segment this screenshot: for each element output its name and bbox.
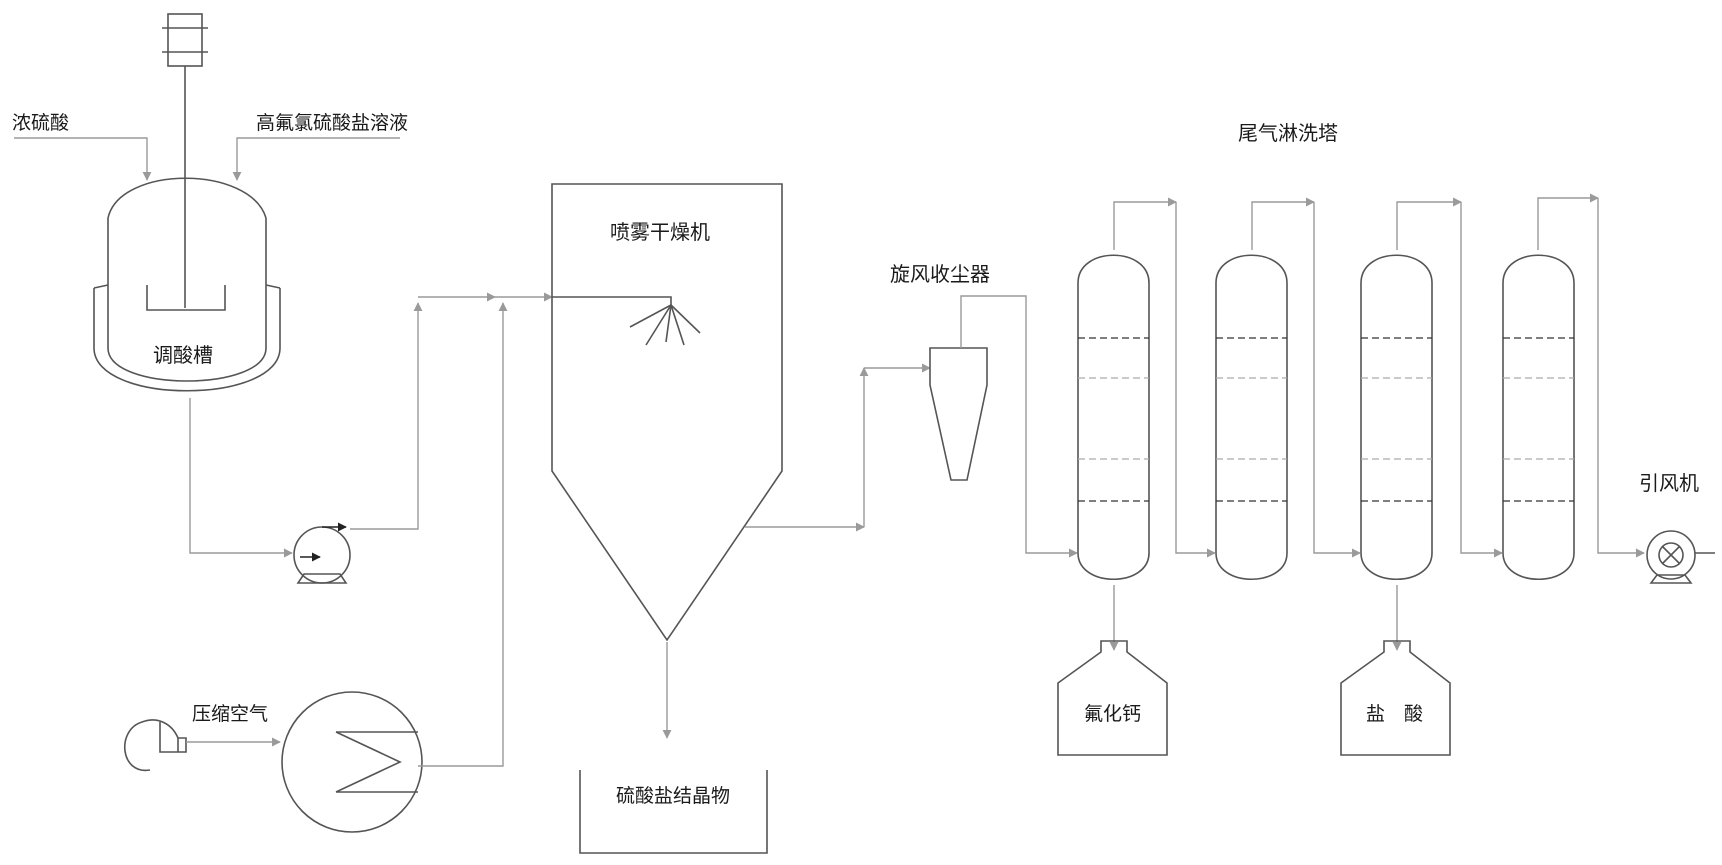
scrubber-tower-4 [1503, 255, 1574, 579]
tower4-to-fan-line [1598, 198, 1644, 553]
feed-pump [294, 527, 350, 583]
scrubber-tower-1 [1078, 255, 1149, 579]
induced-fan-label: 引风机 [1639, 471, 1699, 495]
hot-air-riser [418, 303, 503, 766]
spray-dryer-label: 喷雾干燥机 [610, 220, 710, 244]
air-heater [282, 692, 422, 832]
pump-outlet-riser [350, 303, 418, 529]
tower3-overhead-line [1397, 202, 1461, 250]
tower1-to-tower2-line [1176, 202, 1215, 553]
concentrated-sulfuric-acid-label: 浓硫酸 [12, 112, 69, 134]
air-blower [125, 720, 186, 770]
tower1-overhead-line [1114, 202, 1176, 250]
hydrochloric-acid-vessel [1341, 641, 1450, 755]
crystal-collector [580, 770, 767, 853]
compressed-air-label: 压缩空气 [192, 703, 268, 725]
tower3-to-tower4-line [1461, 202, 1502, 553]
cyclone-label: 旋风收尘器 [890, 262, 990, 286]
hydrochloric-acid-label: 盐 酸 [1366, 703, 1423, 725]
sulfuric-acid-feed-line [14, 138, 147, 180]
agitator-motor [162, 14, 208, 308]
induced-draft-fan [1647, 531, 1715, 583]
perchlorate-solution-label: 高氟氯硫酸盐溶液 [256, 112, 408, 134]
tower4-overhead-line [1538, 198, 1598, 250]
acid-tank-label: 调酸槽 [153, 343, 213, 367]
sulfate-crystal-label: 硫酸盐结晶物 [616, 785, 730, 807]
calcium-fluoride-label: 氟化钙 [1084, 703, 1141, 725]
tower2-to-tower3-line [1314, 202, 1360, 553]
scrubber-tower-3 [1361, 255, 1432, 579]
spray-dryer [552, 184, 782, 640]
tower2-overhead-line [1252, 202, 1314, 250]
scrubber-towers-label: 尾气淋洗塔 [1238, 121, 1338, 145]
tank-outlet-line [190, 398, 292, 553]
solution-feed-line [237, 138, 400, 180]
calcium-fluoride-vessel [1058, 641, 1167, 755]
scrubber-tower-2 [1216, 255, 1287, 579]
cyclone-separator [930, 348, 987, 480]
